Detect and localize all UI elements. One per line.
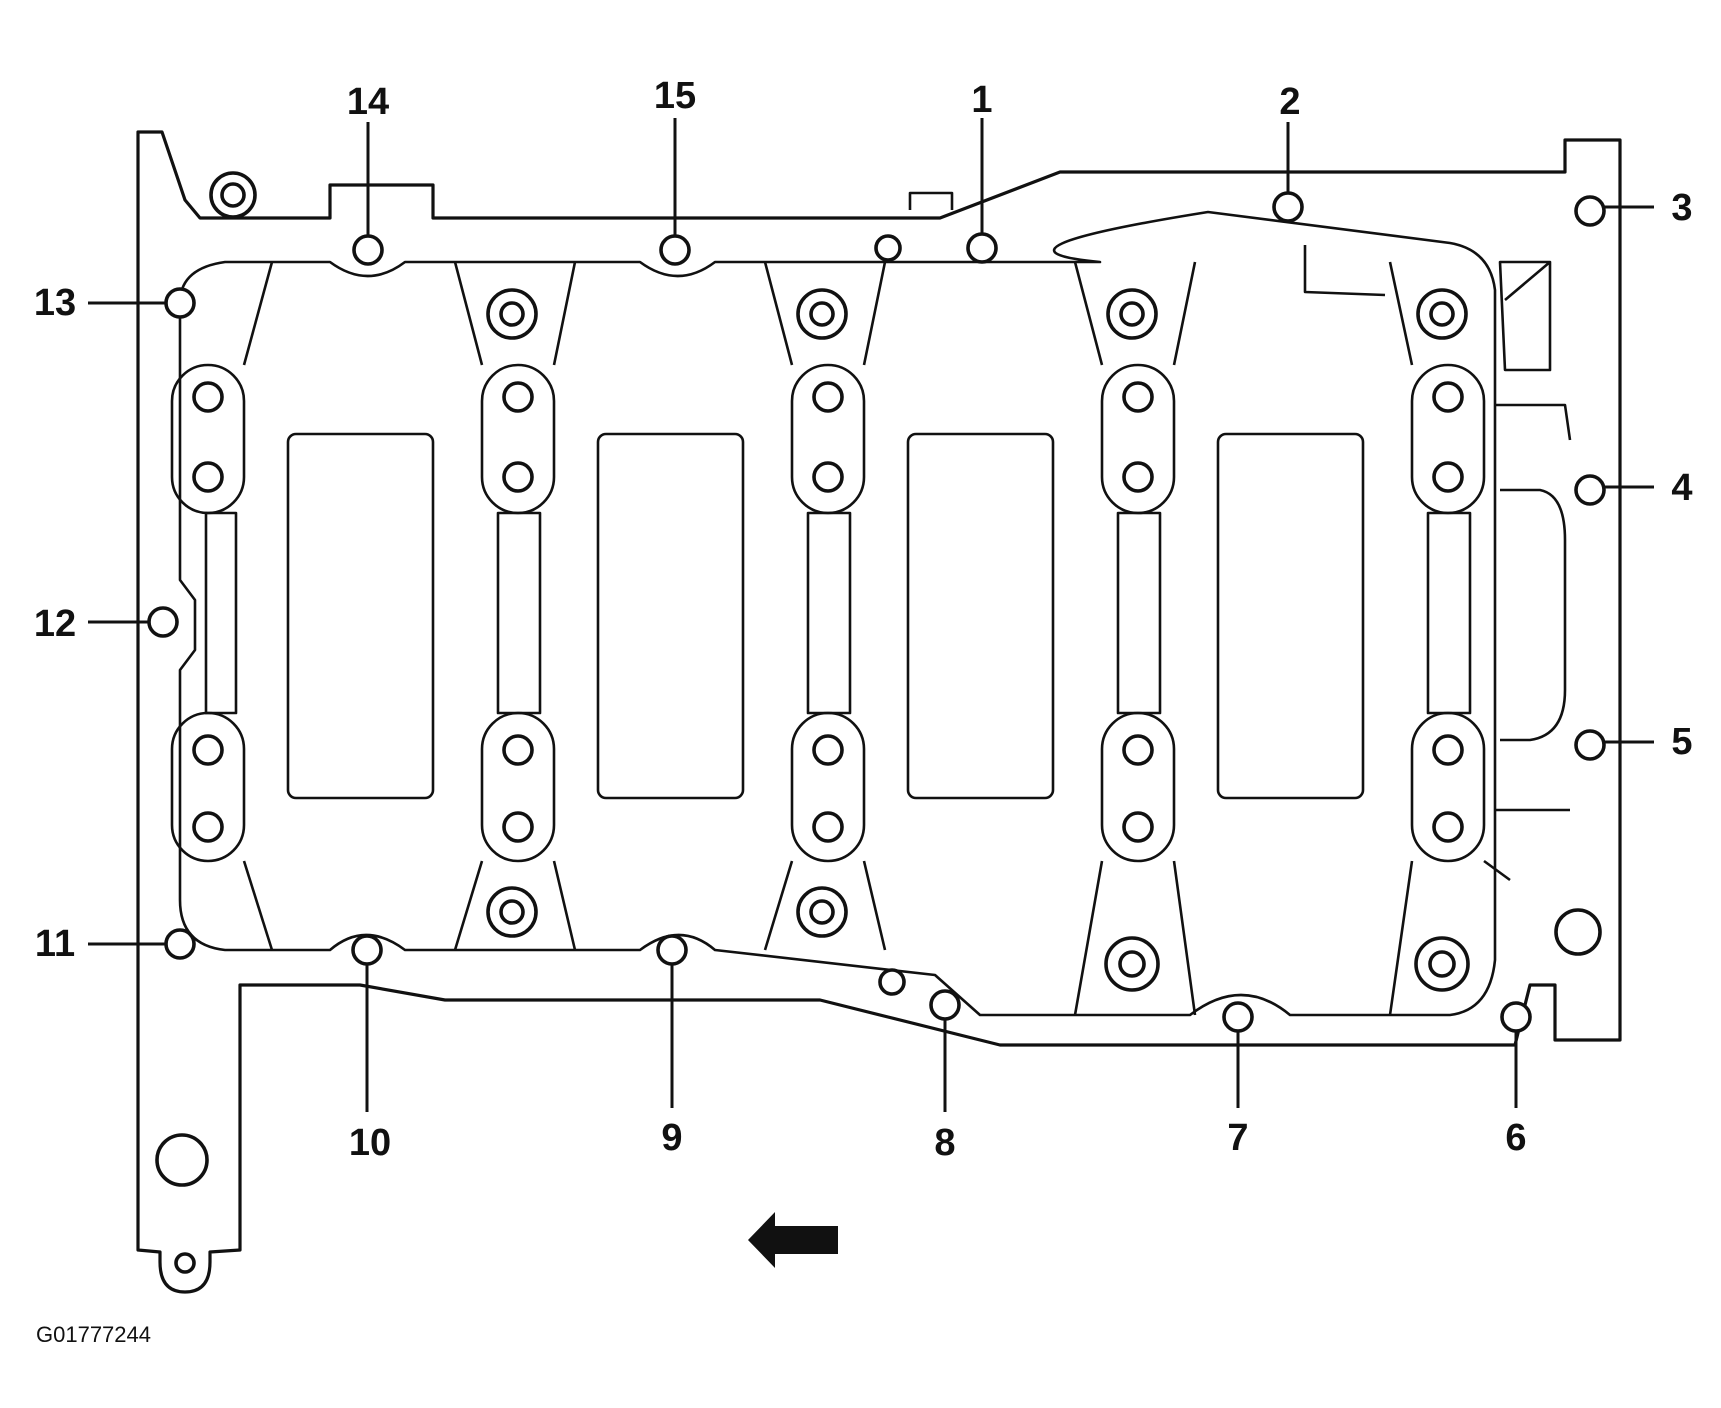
callout-11: 11 (35, 923, 75, 965)
outer-outline (136, 130, 1622, 1294)
bolt-8 (929, 989, 961, 1021)
inner-outline (178, 210, 1497, 1017)
callout-9: 9 (661, 1117, 682, 1159)
lower-left-bore (155, 1133, 209, 1187)
main-bearing-bolts (486, 288, 1470, 992)
figure-id: G01777244 (36, 1322, 151, 1347)
callout-14: 14 (347, 81, 389, 123)
leader-lines (88, 118, 1654, 1112)
callout-7: 7 (1227, 1117, 1248, 1159)
bolt-2 (1272, 191, 1304, 223)
bolt-6 (1500, 1001, 1532, 1033)
callout-15: 15 (654, 75, 696, 117)
callout-2: 2 (1279, 81, 1300, 123)
bolt-5 (1574, 729, 1606, 761)
bolt-11 (164, 928, 196, 960)
cap-bolts (192, 381, 1464, 843)
callout-3: 3 (1671, 187, 1692, 229)
callout-4: 4 (1671, 467, 1692, 509)
callout-6: 6 (1505, 1117, 1526, 1159)
upper-right-recess (1498, 260, 1552, 372)
top-tab (908, 191, 954, 210)
bolt-13 (164, 287, 196, 319)
bolt-12 (147, 606, 179, 638)
locator-hole-inner (220, 182, 246, 208)
bolt-7 (1222, 1001, 1254, 1033)
right-side-ledge (1495, 403, 1572, 812)
upper-left-slot (1303, 245, 1386, 297)
callout-8: 8 (934, 1122, 955, 1164)
bolt-9 (656, 934, 688, 966)
callout-5: 5 (1671, 721, 1692, 763)
bearing-windows (286, 432, 1365, 800)
bolt-1 (966, 232, 998, 264)
dowel-hole (874, 234, 902, 262)
right-side-pocket (1500, 488, 1567, 742)
bearing-cap-columns (170, 261, 1511, 1016)
bolt-3 (1574, 195, 1606, 227)
callout-12: 12 (34, 603, 76, 645)
bolt-4 (1574, 474, 1606, 506)
bolt-15 (659, 234, 691, 266)
lower-right-bore (1554, 908, 1602, 956)
callout-13: 13 (34, 282, 76, 324)
callout-10: 10 (349, 1122, 391, 1164)
bolt-14 (352, 234, 384, 266)
tab-hole (174, 1252, 196, 1274)
arrow-left-icon (748, 1212, 838, 1268)
callout-1: 1 (971, 79, 992, 121)
dowel-hole (878, 968, 906, 996)
perimeter-bolts (147, 191, 1606, 1033)
bolt-10 (351, 934, 383, 966)
